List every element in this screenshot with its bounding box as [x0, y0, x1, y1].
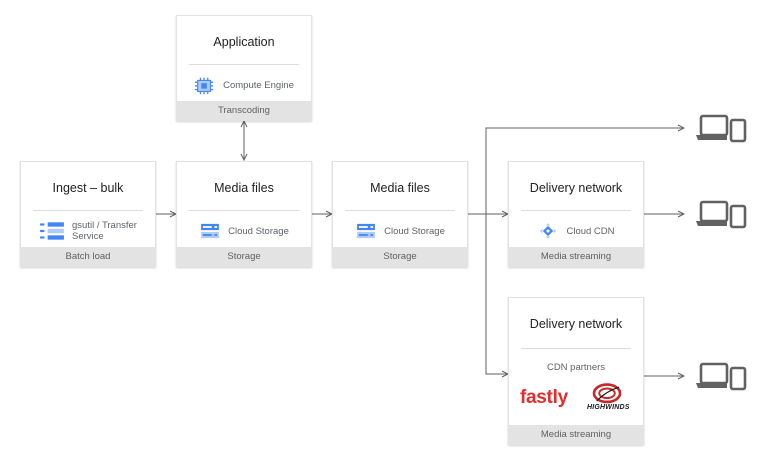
delivery-network-cdn-card: Delivery network Cloud CDN Media streami… — [508, 161, 644, 267]
service-row: Cloud Storage — [333, 223, 467, 239]
cloud-storage-icon — [357, 223, 376, 239]
card-divider — [189, 64, 299, 65]
card-divider — [521, 348, 631, 349]
service-label: Compute Engine — [223, 79, 294, 91]
highwinds-logo: HIGHWINDS — [587, 404, 630, 411]
card-title: Delivery network — [529, 181, 623, 195]
arrow-branch-bottom — [485, 214, 508, 374]
cloud-storage-icon — [201, 223, 220, 239]
cloud-cdn-icon — [540, 223, 557, 239]
service-label: Cloud Storage — [384, 225, 445, 237]
card-title: Media files — [370, 181, 430, 195]
service-label-line1: gsutil / Transfer — [72, 220, 137, 231]
media-files-card-2: Media files Cloud Storage Storage — [332, 161, 468, 267]
card-footer: Media streaming — [509, 247, 643, 266]
card-divider — [189, 210, 299, 211]
application-card: Application Compute Engine Transcoding — [176, 15, 312, 121]
service-row: gsutil / Transfer Service — [21, 220, 155, 242]
card-divider — [33, 210, 143, 211]
service-label: Cloud Storage — [228, 225, 289, 237]
card-divider — [345, 210, 455, 211]
service-label-line2: Service — [72, 231, 104, 242]
service-row: Cloud CDN — [509, 221, 643, 241]
service-label: gsutil / Transfer Service — [72, 220, 137, 242]
card-title: Delivery network — [529, 317, 623, 331]
cdn-partner-logos: fastly HIGHWINDS — [509, 382, 643, 416]
fastly-logo: fastly — [520, 387, 568, 408]
card-footer: Storage — [177, 247, 311, 266]
storage-transfer-icon — [40, 222, 64, 240]
device-icon — [696, 200, 747, 229]
delivery-network-partners-card: Delivery network CDN partners fastly HIG… — [508, 297, 644, 445]
device-icon — [696, 362, 747, 391]
service-row: Compute Engine — [177, 75, 311, 95]
ingest-card: Ingest – bulk gsutil / Transfer Service … — [20, 161, 156, 267]
highwinds-logo-mark — [592, 383, 622, 404]
compute-engine-icon — [195, 77, 214, 95]
card-footer: Storage — [333, 247, 467, 266]
service-row: Cloud Storage — [177, 223, 311, 239]
card-title: Media files — [214, 181, 274, 195]
arrow-branch-top — [468, 128, 684, 215]
cdn-partners-label: CDN partners — [546, 362, 606, 373]
card-footer: Batch load — [21, 247, 155, 266]
card-footer: Media streaming — [509, 425, 643, 444]
card-title: Application — [213, 35, 275, 49]
device-icon — [696, 114, 747, 143]
card-title: Ingest – bulk — [52, 181, 124, 195]
media-files-card-1: Media files Cloud Storage Storage — [176, 161, 312, 267]
card-divider — [521, 210, 631, 211]
card-footer: Transcoding — [177, 101, 311, 120]
service-label: Cloud CDN — [566, 225, 615, 237]
